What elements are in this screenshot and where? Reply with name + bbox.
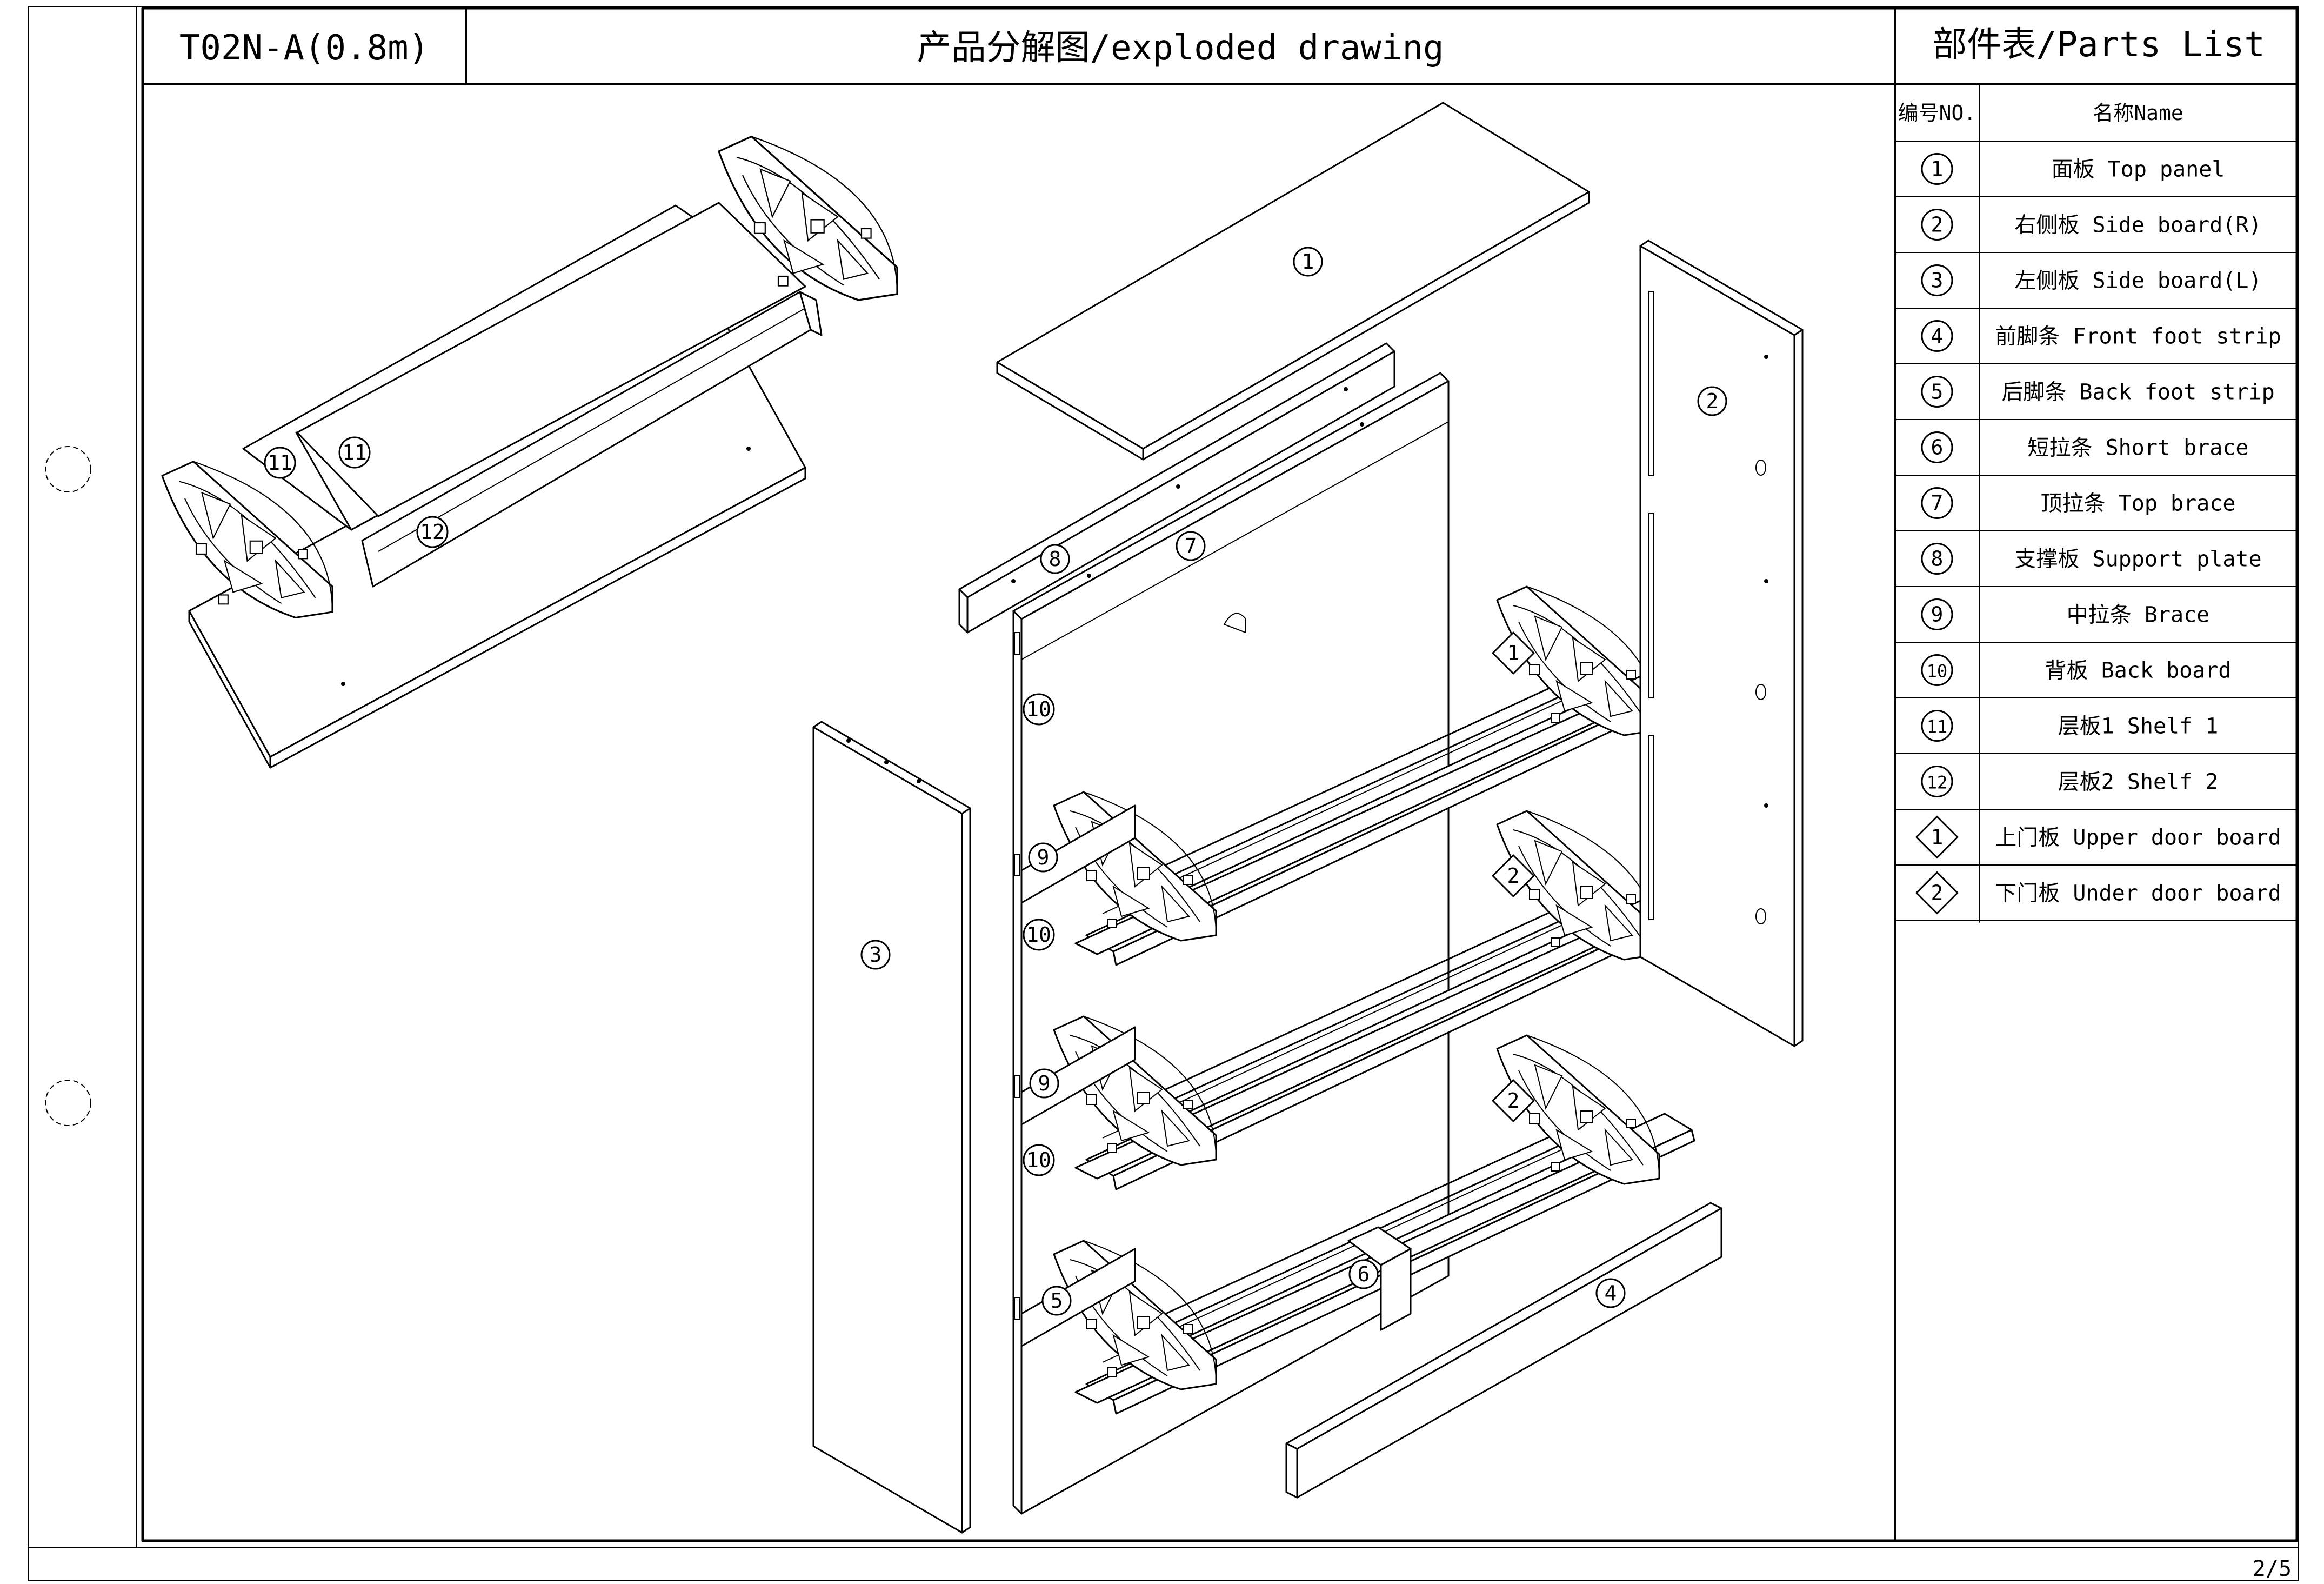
svg-text:2: 2 <box>1507 864 1520 888</box>
callout-10a: 10 <box>1023 693 1055 726</box>
left-side-board <box>812 721 971 1534</box>
svg-text:8: 8 <box>1049 547 1061 571</box>
svg-text:12: 12 <box>420 520 445 544</box>
row-part-name: 右侧板 Side board(R) <box>2014 213 2261 238</box>
callout-4: 4 <box>1595 1278 1626 1308</box>
row-diamond-marker <box>1915 871 1959 914</box>
row-part-name: 上门板 Upper door board <box>1995 826 2281 850</box>
row-number: 11 <box>1927 717 1948 737</box>
svg-text:3: 3 <box>870 943 882 967</box>
parts-table: 编号NO. 名称Name 1 面板 Top panel 2 右侧板 Side boar… <box>1895 84 2298 923</box>
callout-5: 5 <box>1041 1286 1072 1316</box>
row-circle-marker <box>1921 598 1953 630</box>
svg-text:2: 2 <box>1706 389 1719 413</box>
row-number: 5 <box>1931 380 1944 404</box>
page-number: 2/5 <box>2253 1556 2292 1581</box>
row-circle-marker <box>1921 376 1953 408</box>
svg-text:4: 4 <box>1605 1281 1617 1305</box>
svg-text:5: 5 <box>1051 1289 1063 1313</box>
row-number: 2 <box>1931 881 1944 905</box>
row-part-name: 中拉条 Brace <box>2067 603 2210 628</box>
callout-11b: 11 <box>338 436 371 469</box>
row-number: 12 <box>1927 773 1948 793</box>
row-number: 8 <box>1931 547 1944 571</box>
col-header-no: 编号NO. <box>1898 101 1976 125</box>
row-number: 9 <box>1931 603 1944 627</box>
parts-list-title: 部件表/Parts List <box>1932 25 2265 65</box>
row-part-name: 左侧板 Side board(L) <box>2014 269 2261 294</box>
callout-9b: 9 <box>1029 1068 1059 1099</box>
braces <box>1020 804 1412 1347</box>
svg-text:10: 10 <box>1026 923 1051 947</box>
callout-1: 1 <box>1293 247 1323 277</box>
row-number: 6 <box>1931 436 1944 460</box>
door-callout-1: 1 <box>1492 631 1535 675</box>
svg-text:9: 9 <box>1038 1071 1051 1095</box>
row-number: 1 <box>1931 157 1944 181</box>
svg-text:2: 2 <box>1507 1089 1520 1113</box>
shelf-subassembly <box>161 135 898 769</box>
callout-8: 8 <box>1040 544 1070 574</box>
svg-text:10: 10 <box>1026 1148 1051 1172</box>
callout-9a: 9 <box>1028 842 1058 873</box>
callouts: 1 2 3 4 5 6 7 8 9 9 10 10 10 11 11 12 <box>264 247 1727 1316</box>
row-circle-marker <box>1921 320 1953 352</box>
row-number: 3 <box>1931 269 1944 292</box>
door-callouts: 1 2 2 <box>1492 631 1535 1122</box>
callout-11a: 11 <box>264 447 296 479</box>
row-part-name: 下门板 Under door board <box>1995 881 2281 906</box>
row-circle-marker <box>1921 543 1953 575</box>
row-number: 2 <box>1931 213 1944 237</box>
svg-text:9: 9 <box>1037 846 1050 869</box>
row-part-name: 顶拉条 Top brace <box>2041 491 2236 516</box>
row-part-name: 背板 Back board <box>2045 658 2232 683</box>
row-part-name: 层板2 Shelf 2 <box>2058 770 2219 795</box>
callout-7: 7 <box>1176 531 1206 561</box>
row-number: 1 <box>1931 826 1944 849</box>
row-number: 4 <box>1931 324 1944 348</box>
drawing-title: 产品分解图/exploded drawing <box>917 28 1444 68</box>
door-callout-2a: 2 <box>1492 854 1535 897</box>
callout-10c: 10 <box>1023 1144 1055 1176</box>
back-board-assembly <box>1012 372 1450 1515</box>
row-circle-marker <box>1921 710 1953 742</box>
svg-text:1: 1 <box>1507 641 1520 665</box>
svg-text:7: 7 <box>1185 534 1197 558</box>
row-circle-marker <box>1921 766 1953 797</box>
row-circle-marker <box>1921 209 1953 241</box>
row-circle-marker <box>1921 487 1953 519</box>
model-label: T02N-A(0.8m) <box>179 28 429 68</box>
row-circle-marker <box>1921 431 1953 463</box>
callout-12: 12 <box>416 516 449 548</box>
row-number: 10 <box>1927 661 1948 682</box>
callout-3: 3 <box>860 940 891 970</box>
row-part-name: 后脚条 Back foot strip <box>2001 380 2274 405</box>
svg-text:1: 1 <box>1302 250 1314 274</box>
row-part-name: 短拉条 Short brace <box>2028 436 2249 461</box>
row-number: 7 <box>1931 491 1944 515</box>
svg-text:6: 6 <box>1358 1262 1370 1286</box>
right-side-board <box>1639 239 1804 1047</box>
row-circle-marker <box>1921 153 1953 185</box>
col-header-name: 名称Name <box>2093 101 2183 125</box>
row-part-name: 面板 Top panel <box>2052 157 2225 182</box>
svg-text:11: 11 <box>342 441 367 464</box>
callout-2: 2 <box>1697 386 1727 416</box>
row-circle-marker <box>1921 654 1953 686</box>
callout-10b: 10 <box>1023 919 1055 951</box>
callout-6: 6 <box>1348 1259 1379 1289</box>
svg-text:11: 11 <box>268 451 292 475</box>
door-callout-2b: 2 <box>1492 1079 1535 1122</box>
top-panel <box>996 102 1590 461</box>
row-diamond-marker <box>1915 816 1959 858</box>
row-circle-marker <box>1921 264 1953 296</box>
row-part-name: 前脚条 Front foot strip <box>1995 324 2281 349</box>
svg-text:10: 10 <box>1026 697 1051 721</box>
support-plate <box>958 342 1395 634</box>
row-part-name: 支撑板 Support plate <box>2014 547 2261 572</box>
row-part-name: 层板1 Shelf 1 <box>2058 714 2219 739</box>
